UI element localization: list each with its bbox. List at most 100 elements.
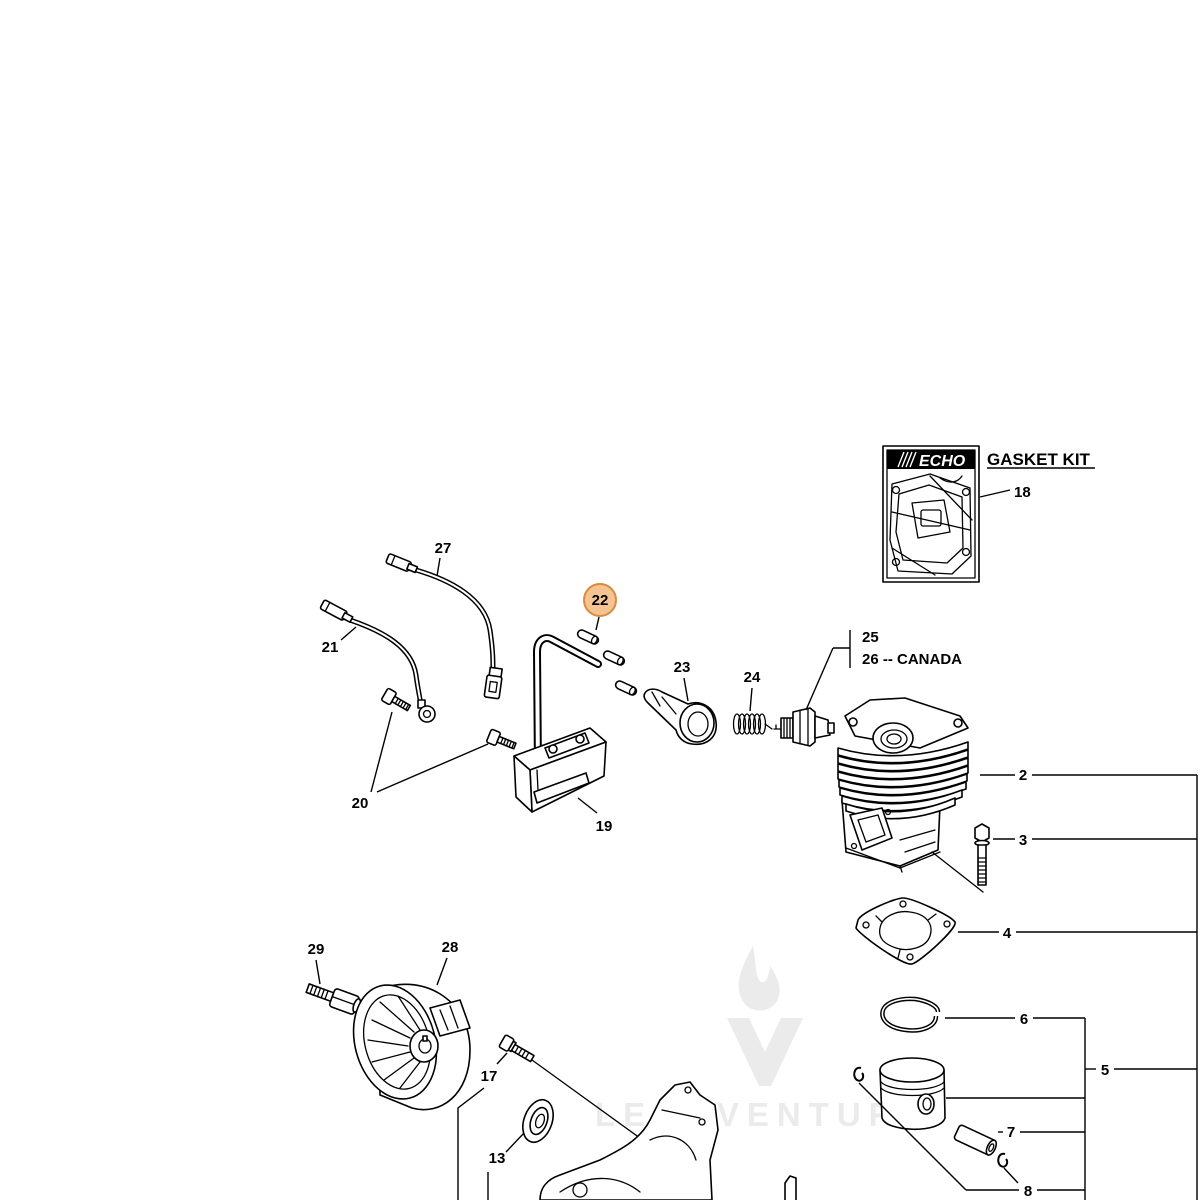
plug-insulator (814, 715, 831, 739)
cylinder-base-detail (899, 829, 936, 853)
gasket-port-inner (920, 509, 942, 527)
spade-terminal (483, 666, 503, 700)
spring-coil (742, 713, 752, 735)
gasket-port (911, 499, 951, 539)
crankcase-web (559, 1177, 641, 1193)
watermark-v-icon (727, 1018, 803, 1086)
callout-8[interactable]: 8 (1024, 1183, 1032, 1200)
callout-27[interactable]: 27 (435, 540, 452, 557)
callout-13[interactable]: 13 (489, 1150, 506, 1167)
spacer-end (628, 686, 636, 696)
callout-7[interactable]: 7 (1007, 1124, 1015, 1141)
callout-3[interactable]: 3 (1019, 832, 1027, 849)
callout-2[interactable]: 2 (1019, 767, 1027, 784)
callout-19[interactable]: 19 (596, 818, 613, 835)
coil-bolt-hole (548, 744, 558, 754)
gasket-hole (899, 900, 907, 908)
spacer-body (614, 680, 638, 696)
ring-terminal-hole (422, 709, 432, 719)
bolt-shaft (977, 844, 987, 886)
leader-line (496, 1052, 508, 1065)
callout-25[interactable]: 25 (862, 629, 879, 646)
part-8-circlip (853, 1066, 865, 1082)
spacer-body (602, 650, 626, 666)
callout-22-selected[interactable]: 22 (583, 583, 617, 617)
pin-bore (988, 1143, 995, 1152)
part-25-spark-plug (773, 707, 835, 747)
coil-lead-root (536, 769, 539, 791)
part-24-spring (732, 713, 773, 735)
small-bracket-partial (784, 1175, 797, 1200)
flywheel-magnet-detail (439, 1005, 459, 1031)
screw-shaft (496, 735, 517, 750)
part-21-wire (319, 599, 436, 723)
leader-line (1003, 1167, 1019, 1184)
leader-line (457, 1087, 485, 1200)
connector-sleeve (406, 562, 419, 574)
callout-24[interactable]: 24 (744, 669, 761, 686)
leader-line (340, 626, 357, 641)
spring-leg (764, 723, 773, 730)
echo-logo-text: ECHO (919, 453, 966, 470)
callout-20[interactable]: 20 (352, 795, 369, 812)
cylinder-base-flange (845, 847, 941, 873)
leader-line (505, 1132, 525, 1153)
alignment-line (931, 851, 984, 893)
callout-4[interactable]: 4 (1003, 925, 1012, 942)
gasket-hole (906, 953, 914, 961)
coil-side-face (513, 755, 533, 813)
exhaust-port (849, 807, 893, 851)
crankcase-outline (539, 1081, 719, 1200)
callout-18[interactable]: 18 (1014, 484, 1031, 501)
coil-lead-core (534, 636, 600, 772)
flywheel-fins (367, 995, 421, 1089)
cylinder-fin (837, 765, 969, 788)
gasket-kit-title: GASKET KIT (987, 450, 1091, 469)
leader-line (370, 711, 393, 793)
callout-29[interactable]: 29 (308, 941, 325, 958)
echo-logo-stripes (897, 451, 917, 468)
piston-crown (879, 1057, 945, 1083)
callout-28[interactable]: 28 (442, 939, 459, 956)
boot-opening (687, 711, 709, 737)
cylinder-fin (837, 749, 969, 772)
exhaust-bolt-hole (850, 842, 858, 850)
terminal-blade (483, 674, 503, 700)
gasket-transfer-ports (875, 913, 937, 959)
echo-logo-bar (887, 450, 975, 469)
callout-17[interactable]: 17 (481, 1068, 498, 1085)
part-28-flywheel (352, 983, 471, 1111)
intake-port-inner (880, 729, 908, 749)
bolt-head (974, 823, 990, 843)
cylinder-fin (837, 757, 969, 780)
callout-22[interactable]: 22 (592, 592, 609, 609)
gasket-kit-box[interactable]: ECHO (882, 445, 980, 583)
part-22-spacers (576, 629, 638, 696)
callout-23[interactable]: 23 (674, 659, 691, 676)
callout-5[interactable]: 5 (1101, 1062, 1109, 1079)
callout-6[interactable]: 6 (1020, 1011, 1028, 1028)
gasket-outline (855, 897, 956, 965)
watermark-flame-icon (738, 946, 780, 1011)
callout-26[interactable]: 26 -- CANADA (862, 651, 962, 668)
gasket-hole (891, 485, 901, 495)
part-3-bolt (974, 823, 990, 886)
part-20-screw (381, 687, 412, 712)
stud-threads (309, 984, 329, 1000)
spacer-body (576, 629, 600, 645)
gasket-hole (862, 921, 870, 929)
callout-21[interactable]: 21 (322, 639, 339, 656)
wire-connector (385, 553, 419, 574)
leader-line (376, 743, 489, 793)
part-7-piston-pin (953, 1124, 998, 1156)
exhaust-bolt-hole (884, 808, 892, 816)
flywheel-hub (409, 1029, 439, 1063)
spring-coil (737, 713, 747, 735)
leader-line (436, 957, 448, 986)
leader-line (577, 797, 598, 814)
gasket-glare-lines (891, 475, 973, 576)
callout-22-highlight[interactable] (583, 583, 617, 617)
crankcase-bolt-hole (698, 1118, 706, 1126)
screw-shaft (390, 695, 412, 712)
